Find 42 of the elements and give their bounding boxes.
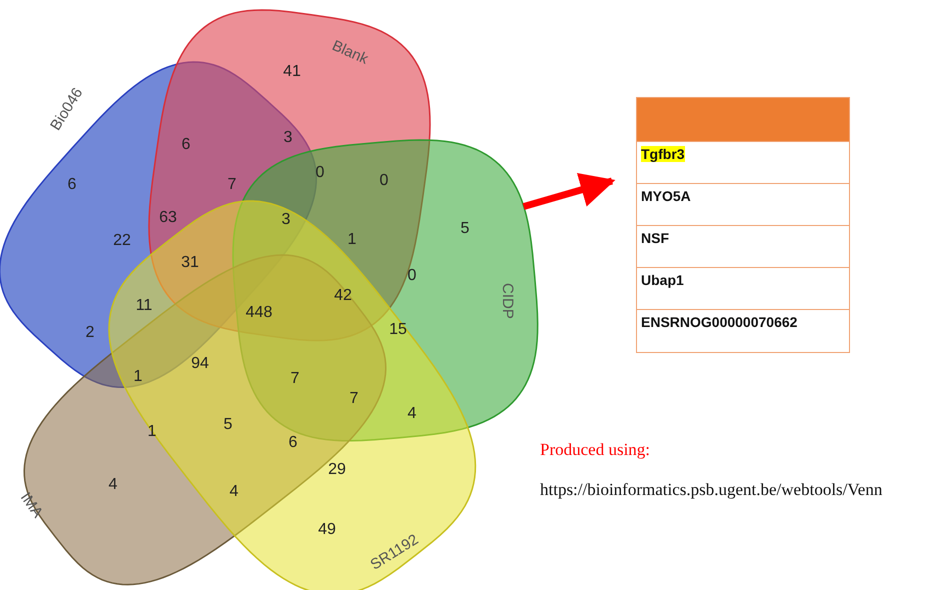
gene-table <box>636 97 850 353</box>
region-count: 7 <box>228 177 236 193</box>
region-count: 41 <box>283 64 301 80</box>
set-name: CIDP <box>500 282 515 319</box>
region-count: 7 <box>290 371 300 387</box>
region-count: 5 <box>224 417 232 433</box>
highlighted-gene: Tgfbr3 <box>641 146 685 162</box>
table-cell: MYO5A <box>637 184 849 226</box>
region-count: 94 <box>191 356 209 372</box>
region-count: 42 <box>334 288 352 304</box>
region-count: 3 <box>284 130 292 146</box>
region-count: 31 <box>181 255 199 271</box>
region-count: 448 <box>246 305 272 321</box>
region-count: 6 <box>68 177 76 193</box>
region-count: 3 <box>282 212 290 228</box>
region-count: 2 <box>86 325 94 341</box>
region-count: 4 <box>230 484 238 500</box>
region-count: 6 <box>182 137 190 153</box>
region-count: 1 <box>148 424 156 440</box>
region-count: 4 <box>108 477 118 493</box>
region-count: 0 <box>380 173 388 189</box>
table-cell: Ubap1 <box>637 268 849 310</box>
region-count: 1 <box>348 232 356 248</box>
region-count: 4 <box>408 406 416 422</box>
region-count: 15 <box>389 322 407 338</box>
source-url: https://bioinformatics.psb.ugent.be/webtools/Venn <box>540 481 882 498</box>
region-count: 11 <box>136 298 152 314</box>
region-count: 0 <box>316 165 324 181</box>
region-count: 7 <box>350 391 358 407</box>
region-count: 1 <box>134 369 142 385</box>
region-count: 0 <box>408 268 416 284</box>
set-name: Blank <box>330 38 370 67</box>
region-count: 63 <box>159 210 177 226</box>
region-count: 49 <box>318 522 336 538</box>
region-count: 6 <box>288 435 298 451</box>
region-count: 22 <box>113 233 131 249</box>
table-cell: NSF <box>637 226 849 268</box>
region-count: 29 <box>328 462 346 478</box>
credit-note: Produced using: <box>540 441 650 458</box>
table-cell-text: ENSRNOG00000070662 <box>640 313 798 332</box>
region-count: 5 <box>460 221 470 237</box>
arrow <box>522 172 616 210</box>
